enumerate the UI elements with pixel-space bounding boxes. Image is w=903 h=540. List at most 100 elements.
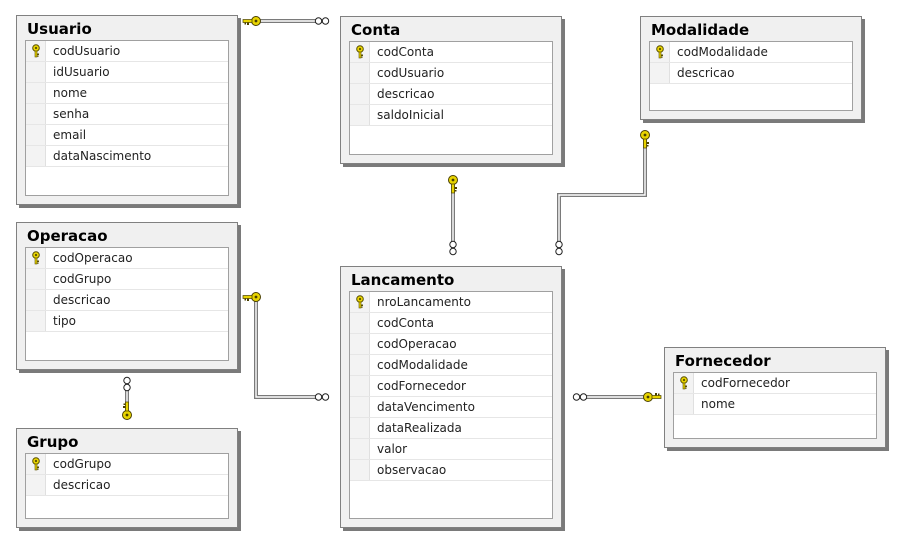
table-title: Modalidade	[651, 21, 750, 39]
column-row-email[interactable]: email	[26, 125, 228, 146]
row-selector	[26, 62, 46, 82]
column-row-codConta[interactable]: codConta	[350, 42, 552, 63]
row-selector	[26, 41, 46, 61]
column-row-dataVencimento[interactable]: dataVencimento	[350, 397, 552, 418]
column-name: email	[53, 128, 87, 142]
relationship-conta-lancamento[interactable]	[448, 175, 458, 256]
column-name: observacao	[377, 463, 447, 477]
row-selector	[650, 63, 670, 83]
row-selector	[350, 334, 370, 354]
column-name: codModalidade	[677, 45, 768, 59]
column-name: descricao	[377, 87, 435, 101]
column-row-valor[interactable]: valor	[350, 439, 552, 460]
table-fornecedor[interactable]: Fornecedor codFornecedor nome	[664, 347, 886, 448]
column-row-saldoInicial[interactable]: saldoInicial	[350, 105, 552, 126]
primary-key-icon	[32, 251, 40, 265]
many-end-infinity-icon	[123, 376, 131, 392]
column-name: codOperacao	[53, 251, 133, 265]
relationship-usuario-conta[interactable]	[242, 16, 330, 26]
column-row-codModalidade[interactable]: codModalidade	[350, 355, 552, 376]
table-title: Fornecedor	[675, 352, 771, 370]
relationship-operacao-lancamento[interactable]	[242, 292, 330, 401]
row-selector	[350, 313, 370, 333]
column-name: codFornecedor	[377, 379, 466, 393]
row-selector	[26, 269, 46, 289]
row-selector	[350, 63, 370, 83]
one-end-key-icon	[448, 175, 458, 194]
relationship-fornecedor-lancamento[interactable]	[572, 392, 662, 402]
column-name: codModalidade	[377, 358, 468, 372]
table-title: Conta	[351, 21, 401, 39]
one-end-key-icon	[640, 130, 650, 149]
table-title: Operacao	[27, 227, 108, 245]
column-name: descricao	[53, 478, 111, 492]
column-row-codConta[interactable]: codConta	[350, 313, 552, 334]
column-row-descricao[interactable]: descricao	[350, 84, 552, 105]
column-name: codConta	[377, 316, 434, 330]
row-selector	[26, 311, 46, 331]
row-selector	[350, 439, 370, 459]
column-row-nome[interactable]: nome	[674, 394, 876, 415]
column-row-codFornecedor[interactable]: codFornecedor	[350, 376, 552, 397]
column-name: descricao	[677, 66, 735, 80]
one-end-key-icon	[242, 292, 261, 302]
column-row-descricao[interactable]: descricao	[26, 475, 228, 496]
many-end-infinity-icon	[555, 240, 563, 256]
column-row-descricao[interactable]: descricao	[26, 290, 228, 311]
column-row-codModalidade[interactable]: codModalidade	[650, 42, 852, 63]
column-row-nome[interactable]: nome	[26, 83, 228, 104]
column-grid: codModalidade descricao	[649, 41, 853, 111]
column-name: codGrupo	[53, 457, 112, 471]
row-selector	[650, 42, 670, 62]
relationship-modalidade-lancamento[interactable]	[555, 130, 650, 256]
row-selector	[350, 292, 370, 312]
column-row-codGrupo[interactable]: codGrupo	[26, 454, 228, 475]
table-grupo[interactable]: Grupo codGrupo descricao	[16, 428, 238, 528]
table-title: Grupo	[27, 433, 79, 451]
table-modalidade[interactable]: Modalidade codModalidade descricao	[640, 16, 862, 120]
column-row-senha[interactable]: senha	[26, 104, 228, 125]
column-name: codUsuario	[53, 44, 121, 58]
column-row-idUsuario[interactable]: idUsuario	[26, 62, 228, 83]
column-name: dataVencimento	[377, 400, 475, 414]
column-row-codOperacao[interactable]: codOperacao	[26, 248, 228, 269]
row-selector	[26, 290, 46, 310]
column-row-dataNascimento[interactable]: dataNascimento	[26, 146, 228, 167]
row-selector	[350, 105, 370, 125]
column-row-codUsuario[interactable]: codUsuario	[350, 63, 552, 84]
row-selector	[26, 146, 46, 166]
column-name: nroLancamento	[377, 295, 471, 309]
row-selector	[26, 248, 46, 268]
many-end-infinity-icon	[449, 240, 457, 256]
primary-key-icon	[356, 295, 364, 309]
row-selector	[26, 104, 46, 124]
row-selector	[674, 394, 694, 414]
column-row-observacao[interactable]: observacao	[350, 460, 552, 481]
column-grid: codGrupo descricao	[25, 453, 229, 519]
column-name: nome	[701, 397, 736, 411]
column-row-codUsuario[interactable]: codUsuario	[26, 41, 228, 62]
column-row-codOperacao[interactable]: codOperacao	[350, 334, 552, 355]
column-row-codGrupo[interactable]: codGrupo	[26, 269, 228, 290]
primary-key-icon	[32, 44, 40, 58]
column-row-nroLancamento[interactable]: nroLancamento	[350, 292, 552, 313]
row-selector	[26, 83, 46, 103]
column-row-codFornecedor[interactable]: codFornecedor	[674, 373, 876, 394]
row-selector	[350, 84, 370, 104]
column-name: saldoInicial	[377, 108, 444, 122]
column-row-descricao[interactable]: descricao	[650, 63, 852, 84]
column-row-dataRealizada[interactable]: dataRealizada	[350, 418, 552, 439]
relationship-grupo-operacao[interactable]	[122, 376, 132, 420]
column-row-tipo[interactable]: tipo	[26, 311, 228, 332]
one-end-key-icon	[122, 401, 132, 420]
row-selector	[350, 355, 370, 375]
